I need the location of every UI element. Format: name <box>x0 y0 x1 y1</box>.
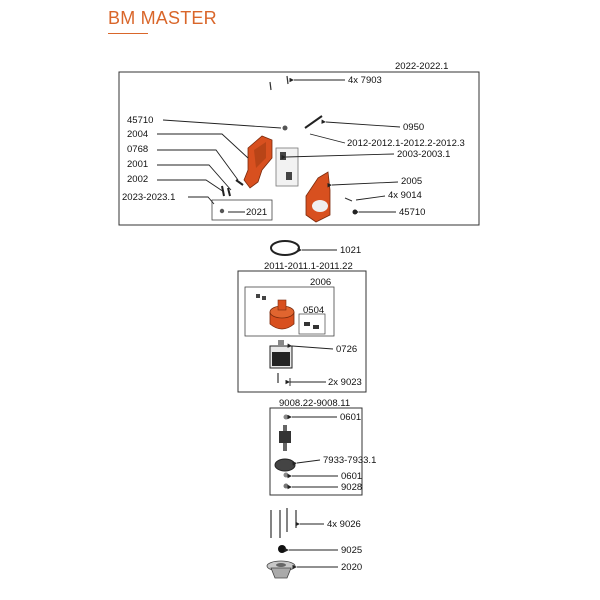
bearing-0601-top <box>283 414 289 420</box>
motor-housing-2006 <box>269 299 295 330</box>
label-9023: 2x 9023 <box>328 377 362 388</box>
part-9025 <box>278 545 286 553</box>
housing-left-2004 <box>243 135 273 189</box>
screws-9014 <box>344 197 353 202</box>
label-2020: 2020 <box>341 562 362 573</box>
label-0601-top: 0601 <box>340 412 361 423</box>
label-9026: 4x 9026 <box>327 519 361 530</box>
motor-inner-box <box>244 286 335 337</box>
label-2001: 2001 <box>127 159 148 170</box>
label-9025: 9025 <box>341 545 362 556</box>
bearing-0601-bottom <box>283 472 289 478</box>
label-45710-top: 45710 <box>127 115 153 126</box>
top-group-label: 2022-2022.1 <box>395 61 448 72</box>
motor-group-box <box>237 270 367 393</box>
part-2001 <box>227 187 231 197</box>
screws-7903 <box>269 75 289 91</box>
rods-9026 <box>270 508 297 538</box>
part-0768 <box>235 179 244 186</box>
motor-group-label: 2011-2011.1-2011.22 <box>264 261 353 272</box>
part-9028 <box>283 483 289 489</box>
label-2021: 2021 <box>246 207 267 218</box>
top-group-box <box>118 71 480 226</box>
part-45710-top <box>282 125 288 131</box>
label-0768: 0768 <box>127 144 148 155</box>
label-45710-bottom: 45710 <box>399 207 425 218</box>
brushes-0504 <box>256 294 319 329</box>
page-title: BM MASTER <box>108 8 217 28</box>
armature-7933 <box>274 425 296 472</box>
label-2004: 2004 <box>127 129 148 140</box>
label-0950: 0950 <box>403 122 424 133</box>
label-2005: 2005 <box>401 176 422 187</box>
label-2002: 2002 <box>127 174 148 185</box>
part-45710-bottom <box>352 209 358 215</box>
label-1021: 1021 <box>340 245 361 256</box>
stator-0726 <box>269 340 293 369</box>
gear-group-box <box>269 407 363 496</box>
label-7933: 7933-7933.1 <box>323 455 376 466</box>
motor-inner-label: 2006 <box>310 277 331 288</box>
label-0726: 0726 <box>336 344 357 355</box>
label-9028: 9028 <box>341 482 362 493</box>
box-2021 <box>211 199 273 221</box>
ring-1021 <box>270 240 300 256</box>
switch-block-2003 <box>275 147 299 187</box>
label-2012: 2012-2012.1-2012.2-2012.3 <box>347 138 465 149</box>
housing-right-2005 <box>305 171 331 223</box>
label-2023: 2023-2023.1 <box>122 192 175 203</box>
label-9014: 4x 9014 <box>388 190 422 201</box>
title-underline <box>108 33 148 34</box>
label-0504: 0504 <box>303 305 324 316</box>
part-0950 <box>304 115 323 129</box>
gear-group-label: 9008.22-9008.11 <box>279 398 350 409</box>
label-7903: 4x 7903 <box>348 75 382 86</box>
label-2003: 2003-2003.1 <box>397 149 450 160</box>
label-0601-bottom: 0601 <box>341 471 362 482</box>
base-2020 <box>266 560 296 579</box>
box-0504 <box>298 313 326 335</box>
